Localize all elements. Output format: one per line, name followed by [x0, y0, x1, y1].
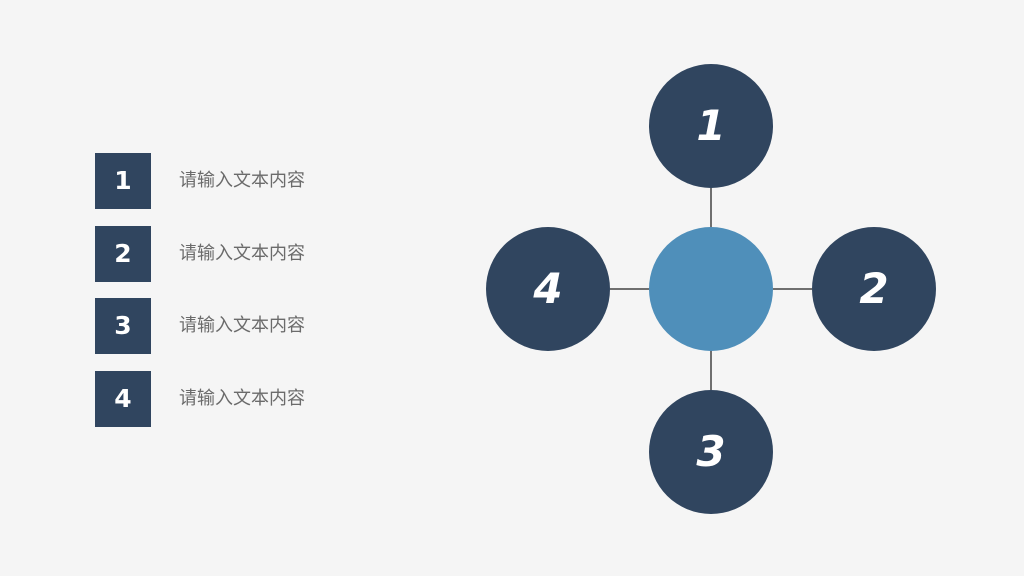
list-item-text-4: 请输入文本内容	[179, 388, 305, 409]
number-badge-2: 2	[95, 226, 151, 282]
bottom-connector	[710, 351, 712, 390]
center-node	[649, 227, 773, 351]
node-2-right: 2	[812, 227, 936, 351]
list-item-text-2: 请输入文本内容	[179, 243, 305, 264]
list-item-text-1: 请输入文本内容	[179, 170, 305, 191]
list-item-4: 4 请输入文本内容	[95, 371, 355, 427]
top-connector	[710, 188, 712, 227]
node-4-left: 4	[486, 227, 610, 351]
node-1-top: 1	[649, 64, 773, 188]
list-item-text-3: 请输入文本内容	[179, 315, 305, 336]
number-badge-4: 4	[95, 371, 151, 427]
right-connector	[773, 288, 812, 290]
hub-spoke-diagram: 1 2 3 4	[486, 64, 936, 514]
list-item-1: 1 请输入文本内容	[95, 153, 355, 209]
list-item-2: 2 请输入文本内容	[95, 226, 355, 282]
number-badge-3: 3	[95, 298, 151, 354]
node-3-bottom: 3	[649, 390, 773, 514]
number-badge-1: 1	[95, 153, 151, 209]
list-item-3: 3 请输入文本内容	[95, 298, 355, 354]
left-connector	[610, 288, 649, 290]
